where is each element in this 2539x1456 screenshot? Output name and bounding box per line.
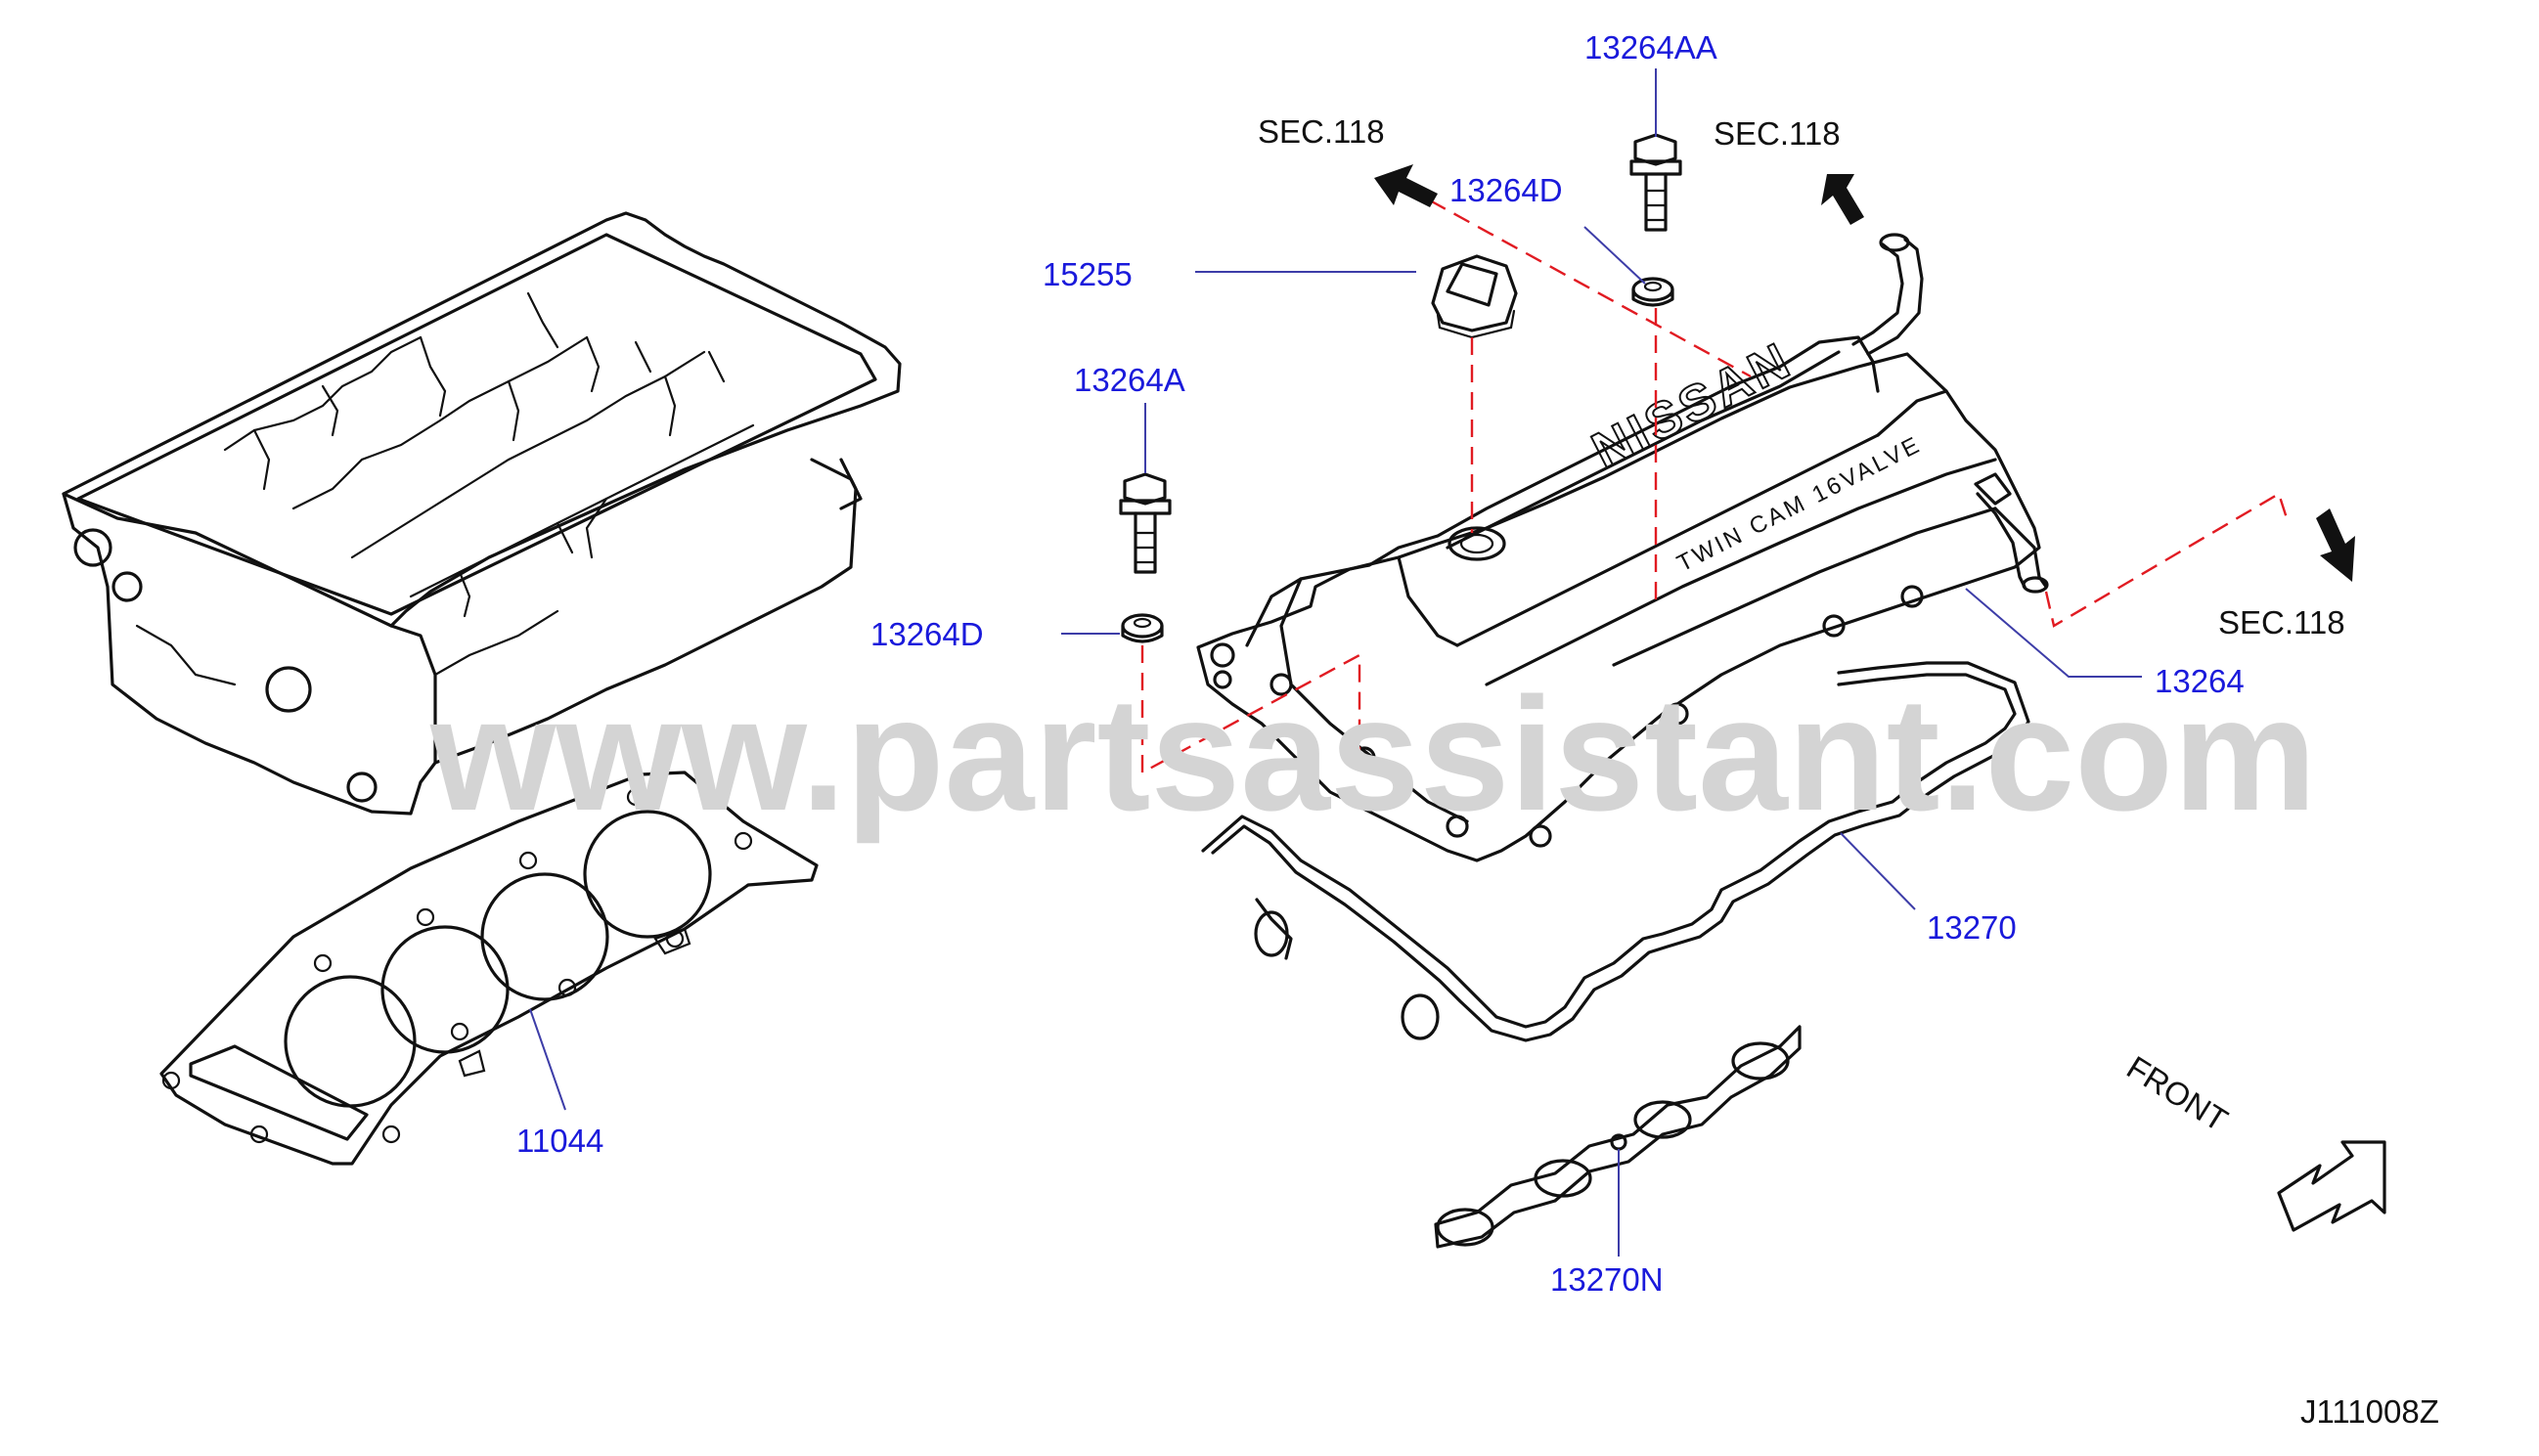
section-references: SEC.118 SEC.118 SEC.118 (1258, 113, 2345, 640)
callout-11044[interactable]: 11044 (516, 1123, 603, 1159)
callout-13264D-left[interactable]: 13264D (870, 616, 984, 652)
washer-13264D-top-drawing (1631, 277, 1674, 307)
leader-lines (529, 68, 2142, 1257)
cover-gasket-drawing (1201, 661, 2030, 1042)
washer-13264D-left-drawing (1121, 613, 1164, 643)
bolt-13264A-drawing (1119, 472, 1172, 574)
drawing-code: J111008Z (2300, 1393, 2439, 1430)
cylinder-head-drawing (62, 211, 902, 816)
cover-brand-text: NISSAN (1583, 331, 1802, 480)
callout-13264AA[interactable]: 13264AA (1584, 29, 1717, 66)
callout-15255[interactable]: 15255 (1043, 256, 1133, 292)
callout-13270N[interactable]: 13270N (1550, 1261, 1664, 1298)
oil-filler-cap-drawing (1431, 254, 1518, 339)
callout-13264[interactable]: 13264 (2155, 663, 2245, 699)
callout-labels: 13264AA 13264D 15255 13264A 13264D 13264… (516, 29, 2245, 1298)
section-arrow-right-icon (1821, 174, 1864, 225)
plug-tube-gasket-drawing (1434, 1025, 1802, 1249)
front-label: FRONT (2120, 1049, 2234, 1139)
watermark-text: www.partsassistant.com (429, 664, 2317, 844)
callout-13264A[interactable]: 13264A (1074, 362, 1185, 398)
callout-13270[interactable]: 13270 (1927, 909, 2017, 946)
front-direction-arrow-icon (2277, 1140, 2386, 1232)
cover-spec-text: TWIN CAM 16VALVE (1672, 431, 1926, 578)
head-gasket-drawing (159, 771, 819, 1166)
section-ref-right[interactable]: SEC.118 (1714, 115, 1841, 152)
section-arrow-left-icon (1374, 164, 1438, 207)
bolt-13264AA-drawing (1629, 133, 1682, 232)
section-arrow-lower-icon (2316, 508, 2355, 582)
section-ref-lower[interactable]: SEC.118 (2218, 604, 2345, 640)
assembly-dashed-lines (1140, 199, 2289, 775)
section-ref-left[interactable]: SEC.118 (1258, 113, 1385, 150)
callout-13264D-top[interactable]: 13264D (1449, 172, 1563, 208)
